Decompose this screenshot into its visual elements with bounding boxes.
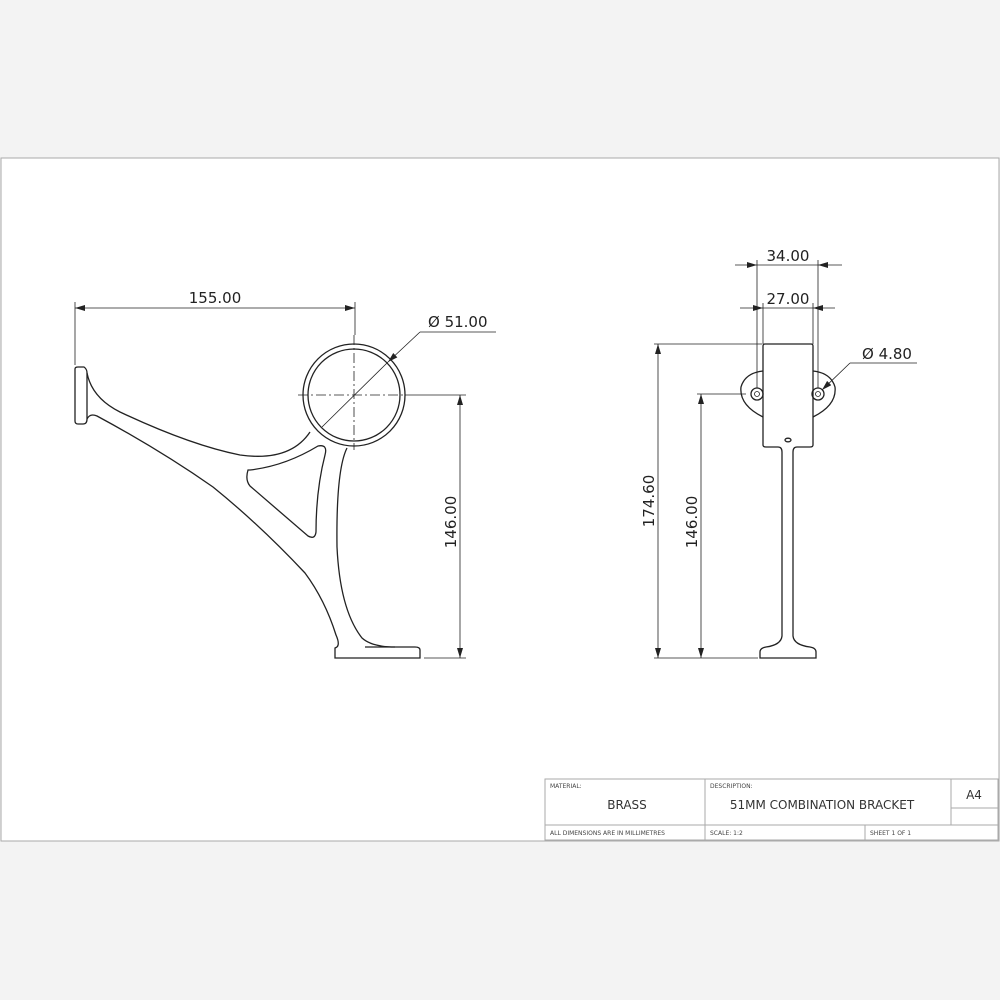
sheet-number: SHEET 1 OF 1 bbox=[870, 830, 911, 837]
paper-size: A4 bbox=[966, 788, 982, 802]
bracket-leg bbox=[336, 447, 396, 648]
material-label: MATERIAL: bbox=[550, 783, 582, 790]
triangular-cutout bbox=[246, 445, 327, 538]
dim-hole-diameter: Ø 4.80 bbox=[862, 345, 912, 363]
dim-hole-height: 146.00 bbox=[683, 496, 701, 549]
bracket-lower-arm bbox=[86, 414, 339, 648]
dim-diameter: Ø 51.00 bbox=[428, 313, 488, 331]
dim-outer-width: 34.00 bbox=[767, 247, 810, 265]
slot bbox=[784, 437, 792, 443]
dim-width: 155.00 bbox=[189, 289, 242, 307]
side-view: 155.00 Ø 51.00 146.00 bbox=[74, 289, 496, 659]
dim-inner-width: 27.00 bbox=[767, 290, 810, 308]
bracket-upper-arm bbox=[86, 372, 311, 457]
description-value: 51MM COMBINATION BRACKET bbox=[730, 798, 915, 812]
material-value: BRASS bbox=[607, 798, 647, 812]
right-flange bbox=[812, 370, 836, 418]
dim-total-height: 174.60 bbox=[640, 475, 658, 528]
bracket-body bbox=[759, 343, 817, 659]
drawing-sheet bbox=[0, 157, 1000, 842]
description-label: DESCRIPTION: bbox=[710, 783, 753, 790]
bracket-foot bbox=[334, 646, 421, 659]
title-block: MATERIAL: BRASS DESCRIPTION: 51MM COMBIN… bbox=[544, 778, 999, 841]
scale: SCALE: 1:2 bbox=[710, 830, 743, 837]
left-flange bbox=[740, 370, 764, 418]
front-view: 34.00 27.00 Ø 4.80 174.60 146.00 bbox=[640, 247, 917, 659]
dim-height: 146.00 bbox=[442, 496, 460, 549]
units-note: ALL DIMENSIONS ARE IN MILLIMETRES bbox=[550, 830, 665, 837]
